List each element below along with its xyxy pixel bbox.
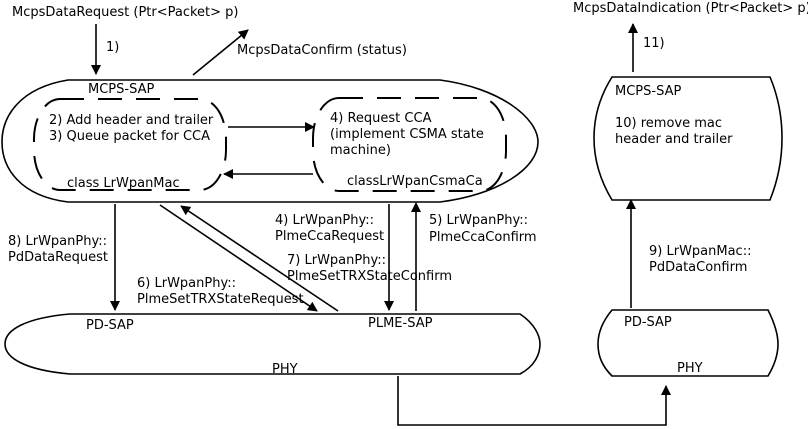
step-4-call-line1: 4) LrWpanPhy::: [275, 213, 374, 228]
lrwpancsmaca-class-label: classLrWpanCsmaCa: [347, 174, 483, 189]
step-3-label: 3) Queue packet for CCA: [49, 129, 210, 144]
step-4-line1: 4) Request CCA: [330, 111, 432, 126]
phy-layer-shape-left: [4, 313, 541, 375]
arrow-phy-to-phy: [397, 376, 671, 426]
lrwpanmac-class-label: class LrWpanMac: [67, 176, 180, 191]
step-9-line2: PdDataConfirm: [649, 260, 747, 275]
mac-layer-shape: [1, 79, 539, 203]
lrwpancsmaca-dashed-box: [312, 97, 507, 192]
step-8-line2: PdDataRequest: [8, 250, 108, 265]
step-8-line1: 8) LrWpanPhy::: [8, 234, 107, 249]
step-5-line2: PlmeCcaConfirm: [429, 230, 537, 245]
mcps-data-indication-label: McpsDataIndication (Ptr<Packet> p): [573, 1, 808, 16]
step-1-label: 1): [106, 40, 119, 55]
pd-sap-right-label: PD-SAP: [624, 315, 672, 330]
mcps-data-request-label: McpsDataRequest (Ptr<Packet> p): [12, 5, 239, 20]
step-9-line1: 9) LrWpanMac::: [649, 244, 751, 259]
mcps-sap-left-label: MCPS-SAP: [88, 82, 154, 97]
step-4-line2: (implement CSMA state: [330, 127, 484, 142]
arrow-set-trx-state-confirm: [180, 205, 339, 312]
step-4-call-line2: PlmeCcaRequest: [275, 229, 384, 244]
plme-sap-label: PLME-SAP: [368, 316, 433, 331]
pd-sap-left-label: PD-SAP: [86, 318, 134, 333]
arrow-mcps-data-confirm: [192, 29, 249, 76]
step-6-line1: 6) LrWpanPhy::: [137, 276, 236, 291]
step-10-line2: header and trailer: [615, 132, 733, 147]
phy-layer-shape-right: [597, 309, 779, 377]
mcps-data-confirm-label: McpsDataConfirm (status): [237, 43, 407, 58]
step-11-label: 11): [643, 36, 665, 51]
mcps-sap-right-label: MCPS-SAP: [615, 84, 681, 99]
step-5-line1: 5) LrWpanPhy::: [429, 213, 528, 228]
arrow-set-trx-state-request: [159, 204, 318, 312]
phy-left-label: PHY: [272, 362, 298, 377]
step-7-line2: PlmeSetTRXStateConfirm: [287, 269, 452, 284]
mac-layer-shape-right: [593, 76, 783, 201]
phy-right-label: PHY: [677, 361, 703, 376]
step-2-label: 2) Add header and trailer: [49, 113, 214, 128]
lrwpanmac-dashed-box: [33, 98, 227, 191]
step-10-line1: 10) remove mac: [615, 116, 722, 131]
step-7-line1: 7) LrWpanPhy::: [287, 253, 386, 268]
step-4-line3: machine): [330, 143, 391, 158]
step-6-line2: PlmeSetTRXStateRequest: [137, 292, 304, 307]
